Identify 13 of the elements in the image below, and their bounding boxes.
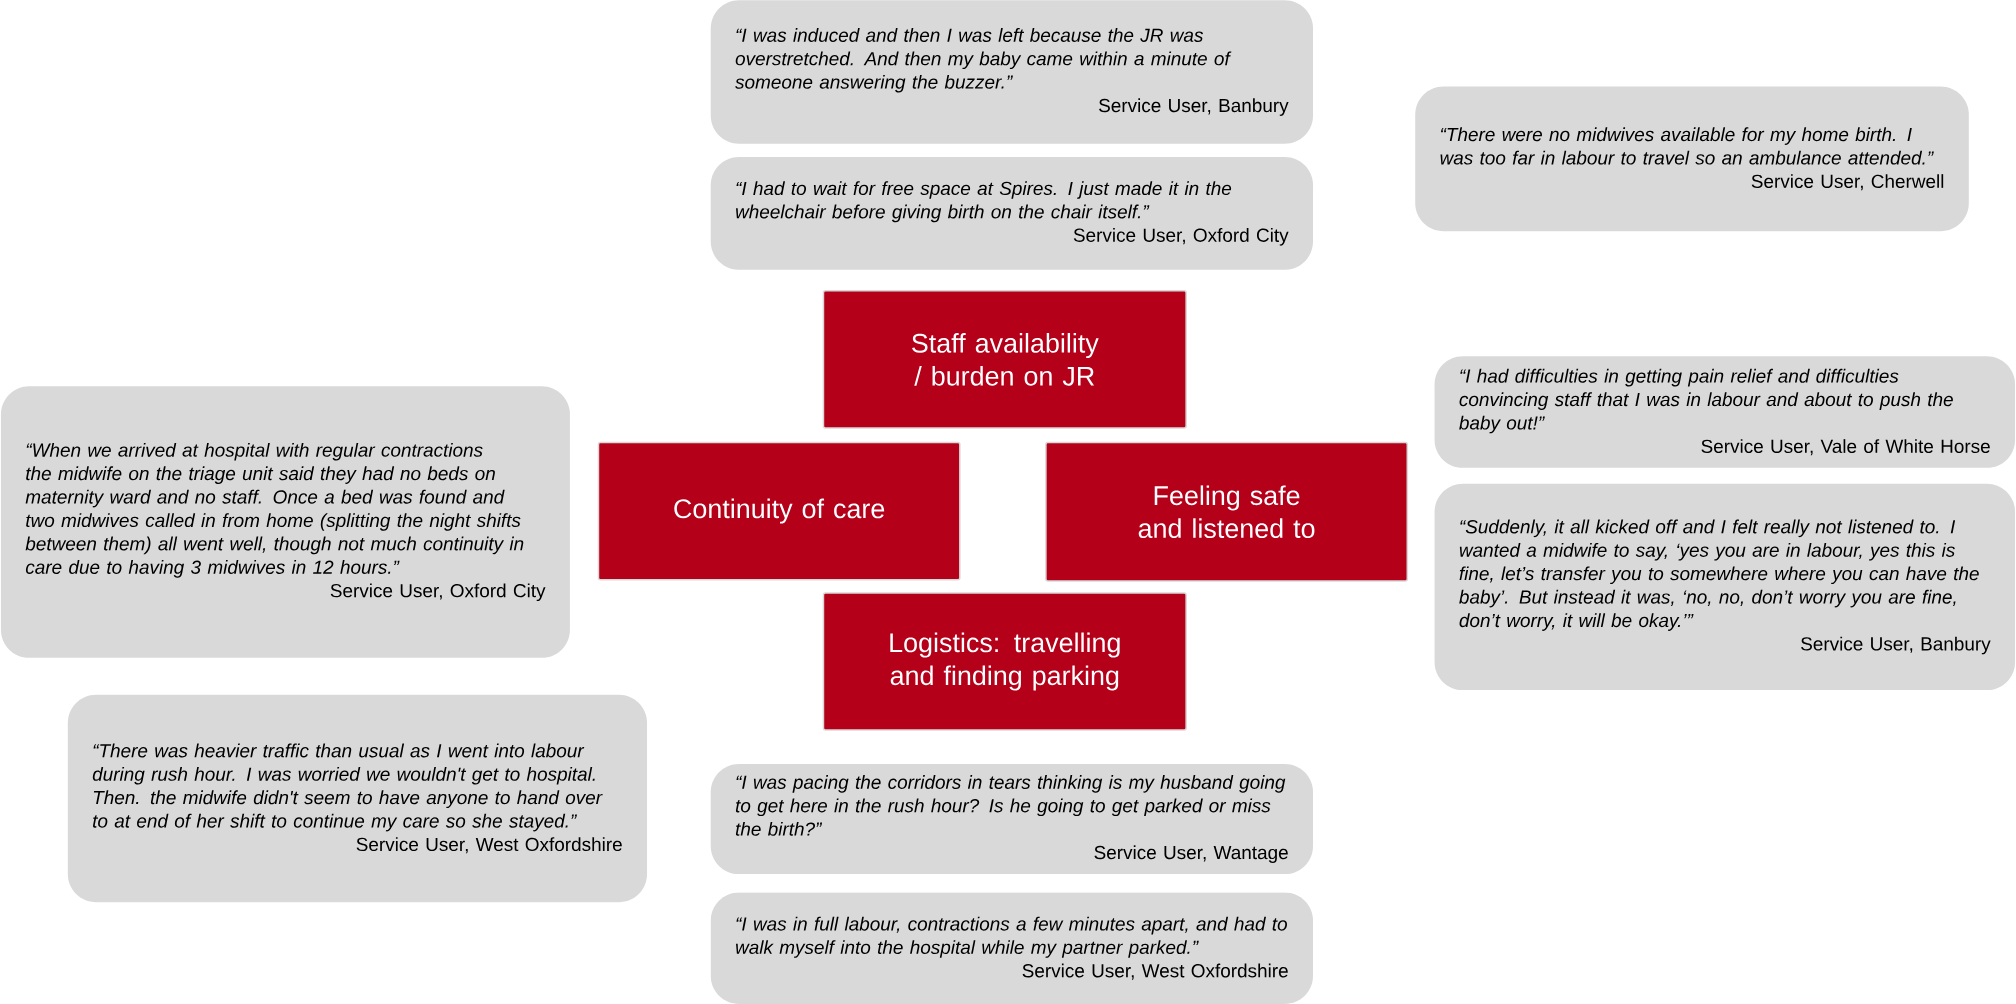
theme-box: Staff availability / burden on JR <box>822 290 1187 429</box>
theme-box: Feeling safe and listened to <box>1045 441 1409 582</box>
theme-box: Logistics: travelling and finding parking <box>822 592 1187 731</box>
quote-bubble: “I was pacing the corridors in tears thinking is my husband going to get here in the rush hour? Is he going to get parked or miss the birth?” Service User, Wantage <box>710 763 1313 875</box>
quote-bubble: “I had difficulties in getting pain relief and difficulties convincing staff that I was in labour and about to push the baby out!” Service User, Vale of White Horse <box>1434 356 2016 468</box>
quote-bubble: “I was in full labour, contractions a few minutes apart, and had to walk myself into the hospital while my partner parked.” Service User, West Oxfordshire <box>710 892 1313 1004</box>
quote-bubble: “Suddenly, it all kicked off and I felt really not listened to. I wanted a midwife to say, ‘yes you are in labour, yes this is fine, let’s transfer you to somewhere where you can have the baby’. But instead it was, ‘no, no, don’t worry you are fine, don’t worry, it will be okay.’” Service User, Banbury <box>1434 483 2016 691</box>
quote-bubble: “There were no midwives available for my home birth. I was too far in labour to travel so an ambulance attended.” Service User, Cherwell <box>1415 86 1969 232</box>
quote-bubble: “I was induced and then I was left because the JR was overstretched. And then my baby came within a minute of someone answering the buzzer.” Service User, Banbury <box>710 0 1313 144</box>
quote-bubble: “There was heavier traffic than usual as I went into labour during rush hour. I was worried we wouldn't get to hospital. Then. the midwife didn't seem to have anyone to hand over to at end of her shift to continue my care so she stayed.” Service User, West Oxfordshire <box>67 694 648 903</box>
theme-box: Continuity of care <box>597 441 961 581</box>
quote-bubble: “I had to wait for free space at Spires. I just made it in the wheelchair before giving birth on the chair itself.” Service User, Oxford City <box>710 157 1313 270</box>
quote-bubble: “When we arrived at hospital with regular contractions the midwife on the triage unit said they had no beds on maternity ward and no staff. Once a bed was found and two midwives called in from home (splitting the night shifts between them) all went well, though not much continuity in care due to having 3 midwives in 12 hours.” Service User, Oxford City <box>0 386 570 658</box>
